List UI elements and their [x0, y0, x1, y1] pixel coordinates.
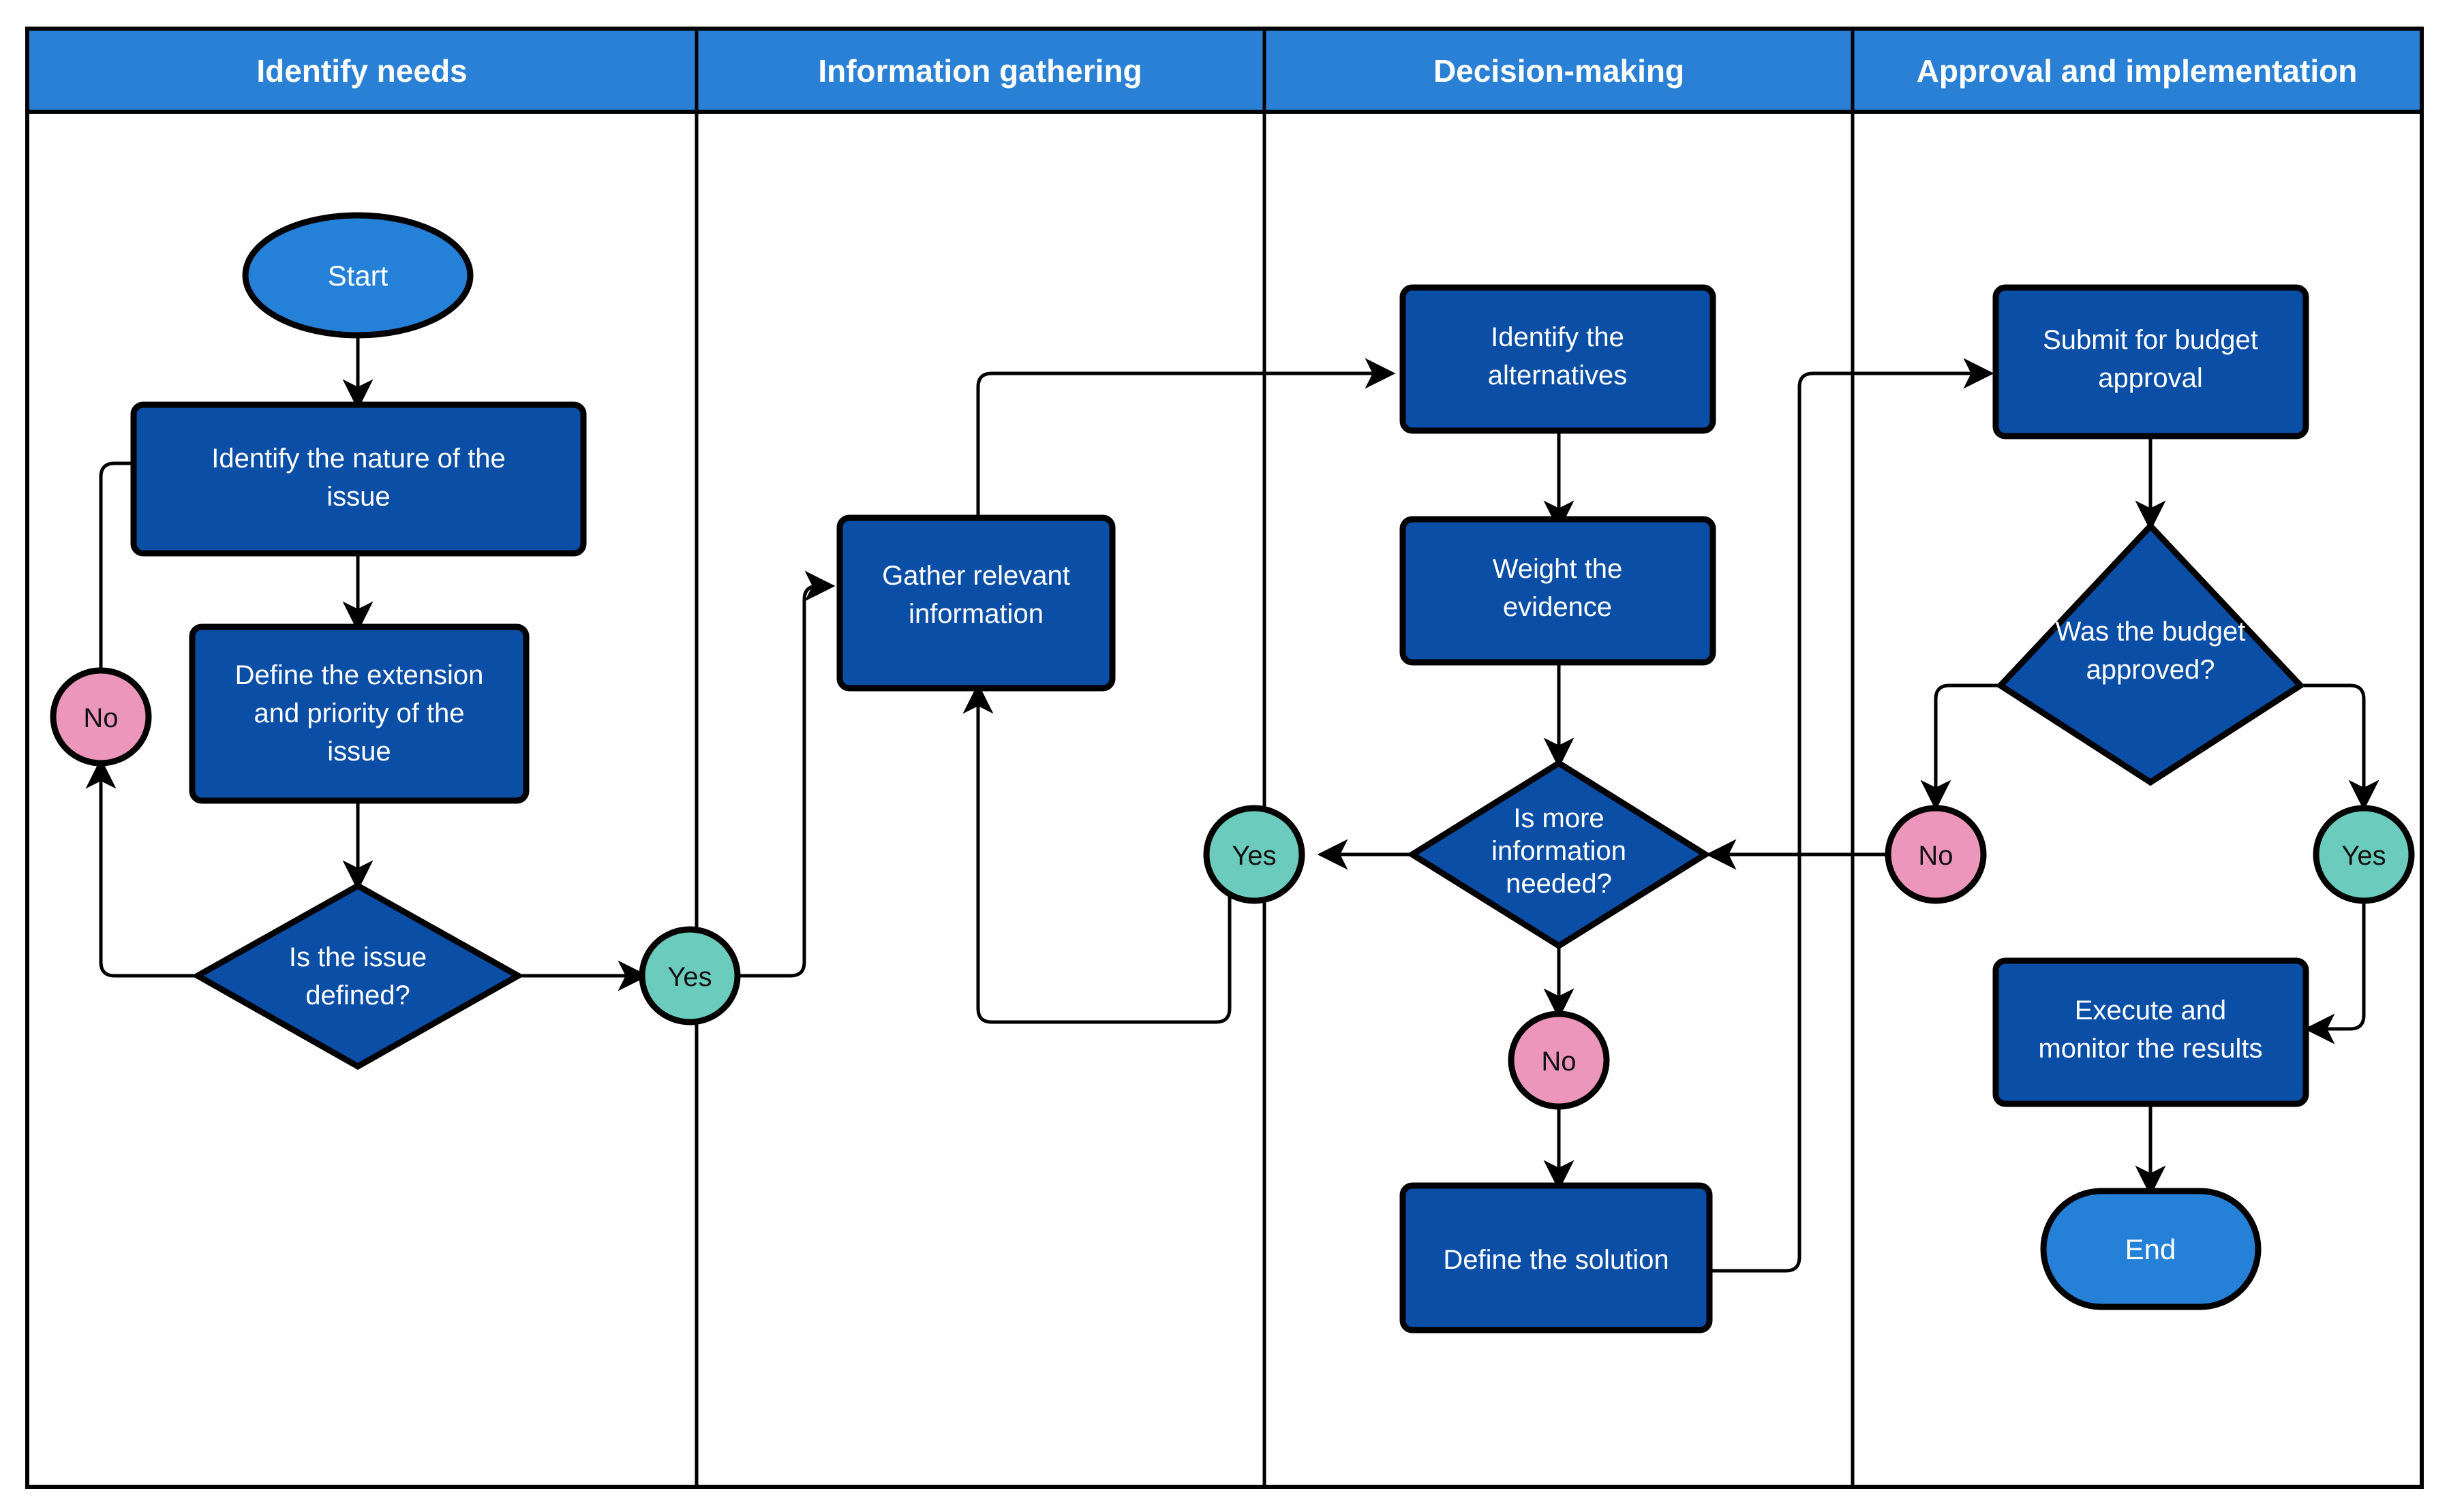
node-yes-1[interactable]: Yes: [639, 926, 741, 1025]
node-start[interactable]: Start: [242, 212, 474, 339]
process-shape: [1399, 1182, 1713, 1333]
node-label-line-1: Was the budget: [2056, 617, 2246, 647]
node-label-line-1: Gather relevant: [882, 561, 1070, 591]
decision-shape: [1406, 759, 1712, 950]
terminator-shape: [242, 212, 474, 339]
lane-header-label: Information gathering: [818, 53, 1142, 89]
label-circle: [2313, 805, 2415, 904]
node-weight-evidence[interactable]: Weight the evidence: [1399, 516, 1716, 666]
lane-header-approval-and-implementation[interactable]: Approval and implementation: [1917, 53, 2358, 89]
node-label: No: [1918, 841, 1953, 871]
process-shape: [189, 623, 530, 804]
node-label: Yes: [667, 962, 712, 992]
lane-header-information-gathering[interactable]: Information gathering: [818, 53, 1142, 89]
node-label-line-1: Is more: [1513, 803, 1604, 833]
process-shape: [1399, 284, 1716, 434]
lane-header-decision-making[interactable]: Decision-making: [1433, 53, 1684, 89]
label-circle: [1203, 805, 1305, 904]
node-label-line-2: evidence: [1503, 592, 1612, 622]
edge-budget-approved-to-no: [1920, 683, 2001, 811]
edge-yes-to-gather-info: [736, 570, 836, 978]
node-label-line-2: and priority of the: [254, 698, 464, 728]
node-label-line-1: Submit for budget: [2043, 325, 2258, 355]
node-yes-2[interactable]: Yes: [1203, 805, 1305, 904]
node-label: Yes: [2341, 841, 2386, 871]
process-shape: [130, 401, 587, 557]
node-label-line-1: Define the extension: [235, 660, 484, 690]
node-label-line-2: alternatives: [1488, 360, 1628, 390]
edge-issue-defined-to-no: [85, 758, 196, 978]
node-label-line-2: approval: [2098, 363, 2202, 393]
edge-define-solution-to-submit-budget: [1709, 358, 1994, 1273]
node-gather-info[interactable]: Gather relevant information: [836, 514, 1116, 692]
lane-header-label: Decision-making: [1433, 53, 1684, 89]
decision-shape: [1996, 521, 2305, 786]
node-label: No: [83, 703, 118, 733]
node-label-line-2: issue: [326, 482, 390, 512]
node-budget-approved[interactable]: Was the budget approved?: [1996, 521, 2305, 786]
node-identify-nature[interactable]: Identify the nature of the issue: [130, 401, 587, 557]
node-label: Start: [328, 260, 389, 292]
node-define-solution[interactable]: Define the solution: [1399, 1182, 1713, 1333]
node-label-line-3: issue: [327, 737, 391, 767]
node-no-1[interactable]: No: [50, 667, 152, 767]
edge-yes2-to-gather-info: [962, 683, 1232, 1024]
connector-layer: [85, 335, 2379, 1273]
node-execute-monitor[interactable]: Execute and monitor the results: [1992, 957, 2309, 1107]
lane-header-label: Identify needs: [256, 53, 467, 89]
node-define-extension[interactable]: Define the extension and priority of the…: [189, 623, 530, 804]
node-label-line-2: information: [909, 599, 1044, 629]
node-label-line-2: approved?: [2086, 655, 2215, 685]
node-label-line-3: needed?: [1506, 869, 1612, 899]
node-label: No: [1541, 1047, 1576, 1077]
label-circle: [639, 926, 741, 1025]
node-label-line-1: Execute and: [2075, 996, 2226, 1025]
node-yes-3[interactable]: Yes: [2313, 805, 2415, 904]
decision-shape: [191, 882, 525, 1070]
process-shape: [836, 514, 1116, 692]
node-issue-defined[interactable]: Is the issue defined?: [191, 882, 525, 1070]
node-label-line-2: monitor the results: [2038, 1034, 2262, 1064]
node-label: Define the solution: [1443, 1245, 1669, 1275]
edge-gather-info-to-identify-alternatives: [976, 358, 1396, 545]
lane-header-identify-needs[interactable]: Identify needs: [256, 53, 467, 89]
node-submit-budget[interactable]: Submit for budget approval: [1992, 284, 2309, 439]
node-more-info-needed[interactable]: Is more information needed?: [1406, 759, 1712, 950]
terminator-shape: [2040, 1188, 2262, 1310]
node-label-line-1: Weight the: [1493, 554, 1623, 584]
node-label: End: [2125, 1233, 2176, 1265]
node-no-2[interactable]: No: [1508, 1010, 1610, 1110]
node-label-line-1: Identify the nature of the: [211, 444, 505, 474]
label-circle: [1508, 1010, 1610, 1110]
edge-budget-approved-to-yes: [2300, 683, 2379, 811]
process-shape: [1992, 284, 2309, 439]
node-label-line-1: Is the issue: [289, 942, 427, 972]
process-shape: [1399, 516, 1716, 666]
lane-header-band: [25, 27, 2424, 114]
node-label: Yes: [1232, 841, 1276, 871]
node-label-line-1: Identify the: [1491, 322, 1624, 352]
label-circle: [1885, 805, 1987, 904]
node-end[interactable]: End: [2040, 1188, 2262, 1310]
label-circle: [50, 667, 152, 767]
edge-no-to-identify-nature: [99, 448, 180, 673]
node-no-3[interactable]: No: [1885, 805, 1987, 904]
node-label-line-2: defined?: [305, 981, 410, 1010]
node-identify-alternatives[interactable]: Identify the alternatives: [1399, 284, 1716, 434]
lane-header-label: Approval and implementation: [1917, 53, 2358, 89]
process-shape: [1992, 957, 2309, 1107]
edge-yes3-to-execute-monitor: [2304, 898, 2366, 1045]
node-label-line-2: information: [1491, 836, 1626, 866]
